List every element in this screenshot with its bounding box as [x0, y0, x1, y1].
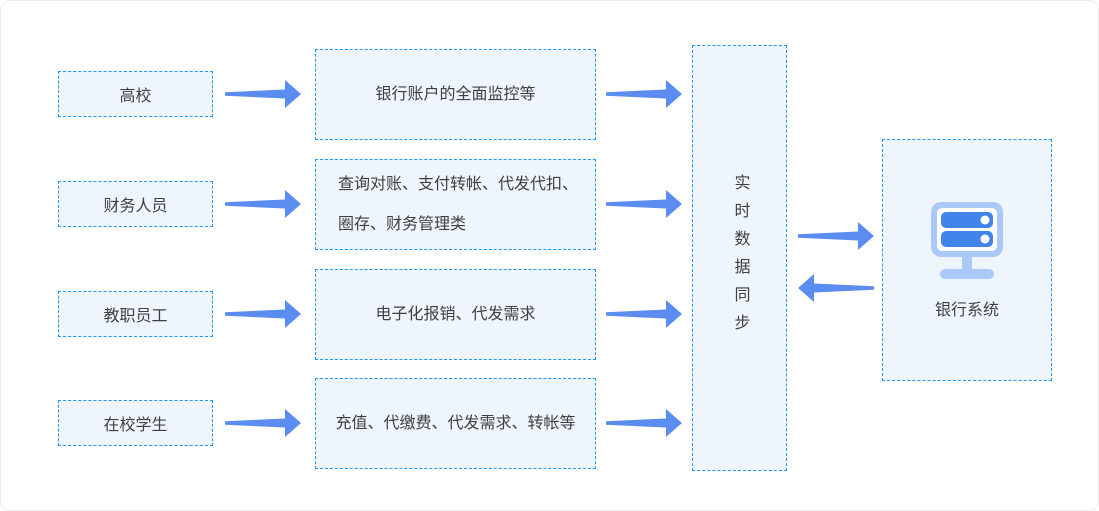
service-node-label-line2: 圈存、财务管理类: [338, 215, 467, 233]
arrow-right-icon: [225, 409, 301, 437]
service-node-label: 电子化报销、代发需求: [375, 305, 536, 323]
service-node-reimbursement: 电子化报销、代发需求: [315, 269, 596, 360]
service-node-finance-ops: 查询对账、支付转帐、代发代扣、 圈存、财务管理类: [315, 159, 596, 250]
source-node-label: 教职员工: [103, 308, 168, 325]
arrow-left-icon: [798, 274, 874, 302]
service-node-label-line1: 查询对账、支付转帐、代发代扣、: [338, 175, 579, 193]
source-node-faculty: 教职员工: [58, 291, 213, 337]
source-node-university: 高校: [58, 71, 213, 117]
arrow-right-icon: [225, 80, 301, 108]
source-node-label: 在校学生: [103, 417, 168, 434]
service-node-label: 银行账户的全面监控等: [375, 85, 536, 103]
service-node-monitoring: 银行账户的全面监控等: [315, 49, 596, 140]
arrow-right-icon: [225, 190, 301, 218]
server-icon: [931, 202, 1003, 279]
bank-system-node: 银行系统: [882, 139, 1052, 381]
arrow-right-icon: [798, 222, 874, 250]
arrow-right-icon: [225, 300, 301, 328]
sync-node-label: 实时数据同步: [731, 174, 749, 342]
source-node-students: 在校学生: [58, 400, 213, 446]
sync-node: 实时数据同步: [692, 45, 787, 471]
source-node-label: 高校: [119, 88, 152, 105]
arrow-right-icon: [606, 409, 682, 437]
arrow-right-icon: [606, 300, 682, 328]
bank-system-label: 银行系统: [934, 302, 999, 319]
service-node-recharge: 充值、代缴费、代发需求、转帐等: [315, 378, 596, 469]
source-node-label: 财务人员: [103, 198, 168, 215]
arrow-right-icon: [606, 80, 682, 108]
service-node-label: 充值、代缴费、代发需求、转帐等: [335, 414, 576, 432]
source-node-finance-staff: 财务人员: [58, 181, 213, 227]
arrow-right-icon: [606, 190, 682, 218]
